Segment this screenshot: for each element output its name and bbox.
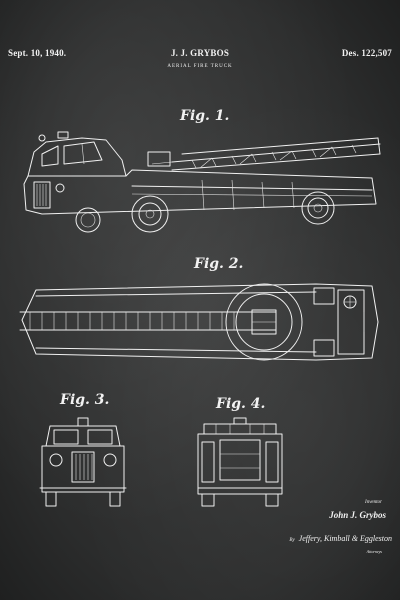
fig3-label: Fig. 3. (60, 392, 110, 408)
side-cab (28, 132, 126, 176)
fig4-label: Fig. 4. (216, 396, 266, 412)
patent-date: Sept. 10, 1940. (8, 48, 67, 58)
patent-inventor-header: J. J. GRYBOS (170, 48, 230, 58)
attorney-label: Attorneys (366, 549, 382, 554)
fig2-label: Fig. 2. (194, 256, 244, 272)
fig1-label: Fig. 1. (180, 108, 230, 124)
fire-truck-rear-view (196, 418, 284, 510)
top-body (22, 284, 378, 360)
fire-truck-side-view (22, 124, 382, 240)
top-cab (314, 288, 364, 356)
front-wheels (46, 492, 120, 506)
side-wheels (76, 192, 334, 232)
attorney-name: Jeffery, Kimball & Eggleston (298, 534, 392, 543)
side-ladder (148, 138, 380, 170)
rear-top (204, 418, 276, 434)
patent-number: Des. 122,507 (341, 48, 392, 58)
rear-wheels (202, 494, 278, 506)
front-grille (40, 452, 126, 488)
rear-body (198, 434, 282, 494)
inventor-signature: John J. Grybos (329, 510, 386, 520)
top-turntable (226, 284, 302, 360)
fire-truck-top-view (16, 282, 378, 362)
attorney-by: By (289, 538, 295, 543)
patent-title: AERIAL FIRE TRUCK (167, 64, 233, 69)
side-body (24, 170, 376, 214)
fire-truck-front-view (38, 416, 128, 510)
inventor-label: Inventor (365, 500, 382, 505)
top-ladder (20, 312, 276, 330)
front-cab (42, 418, 124, 492)
